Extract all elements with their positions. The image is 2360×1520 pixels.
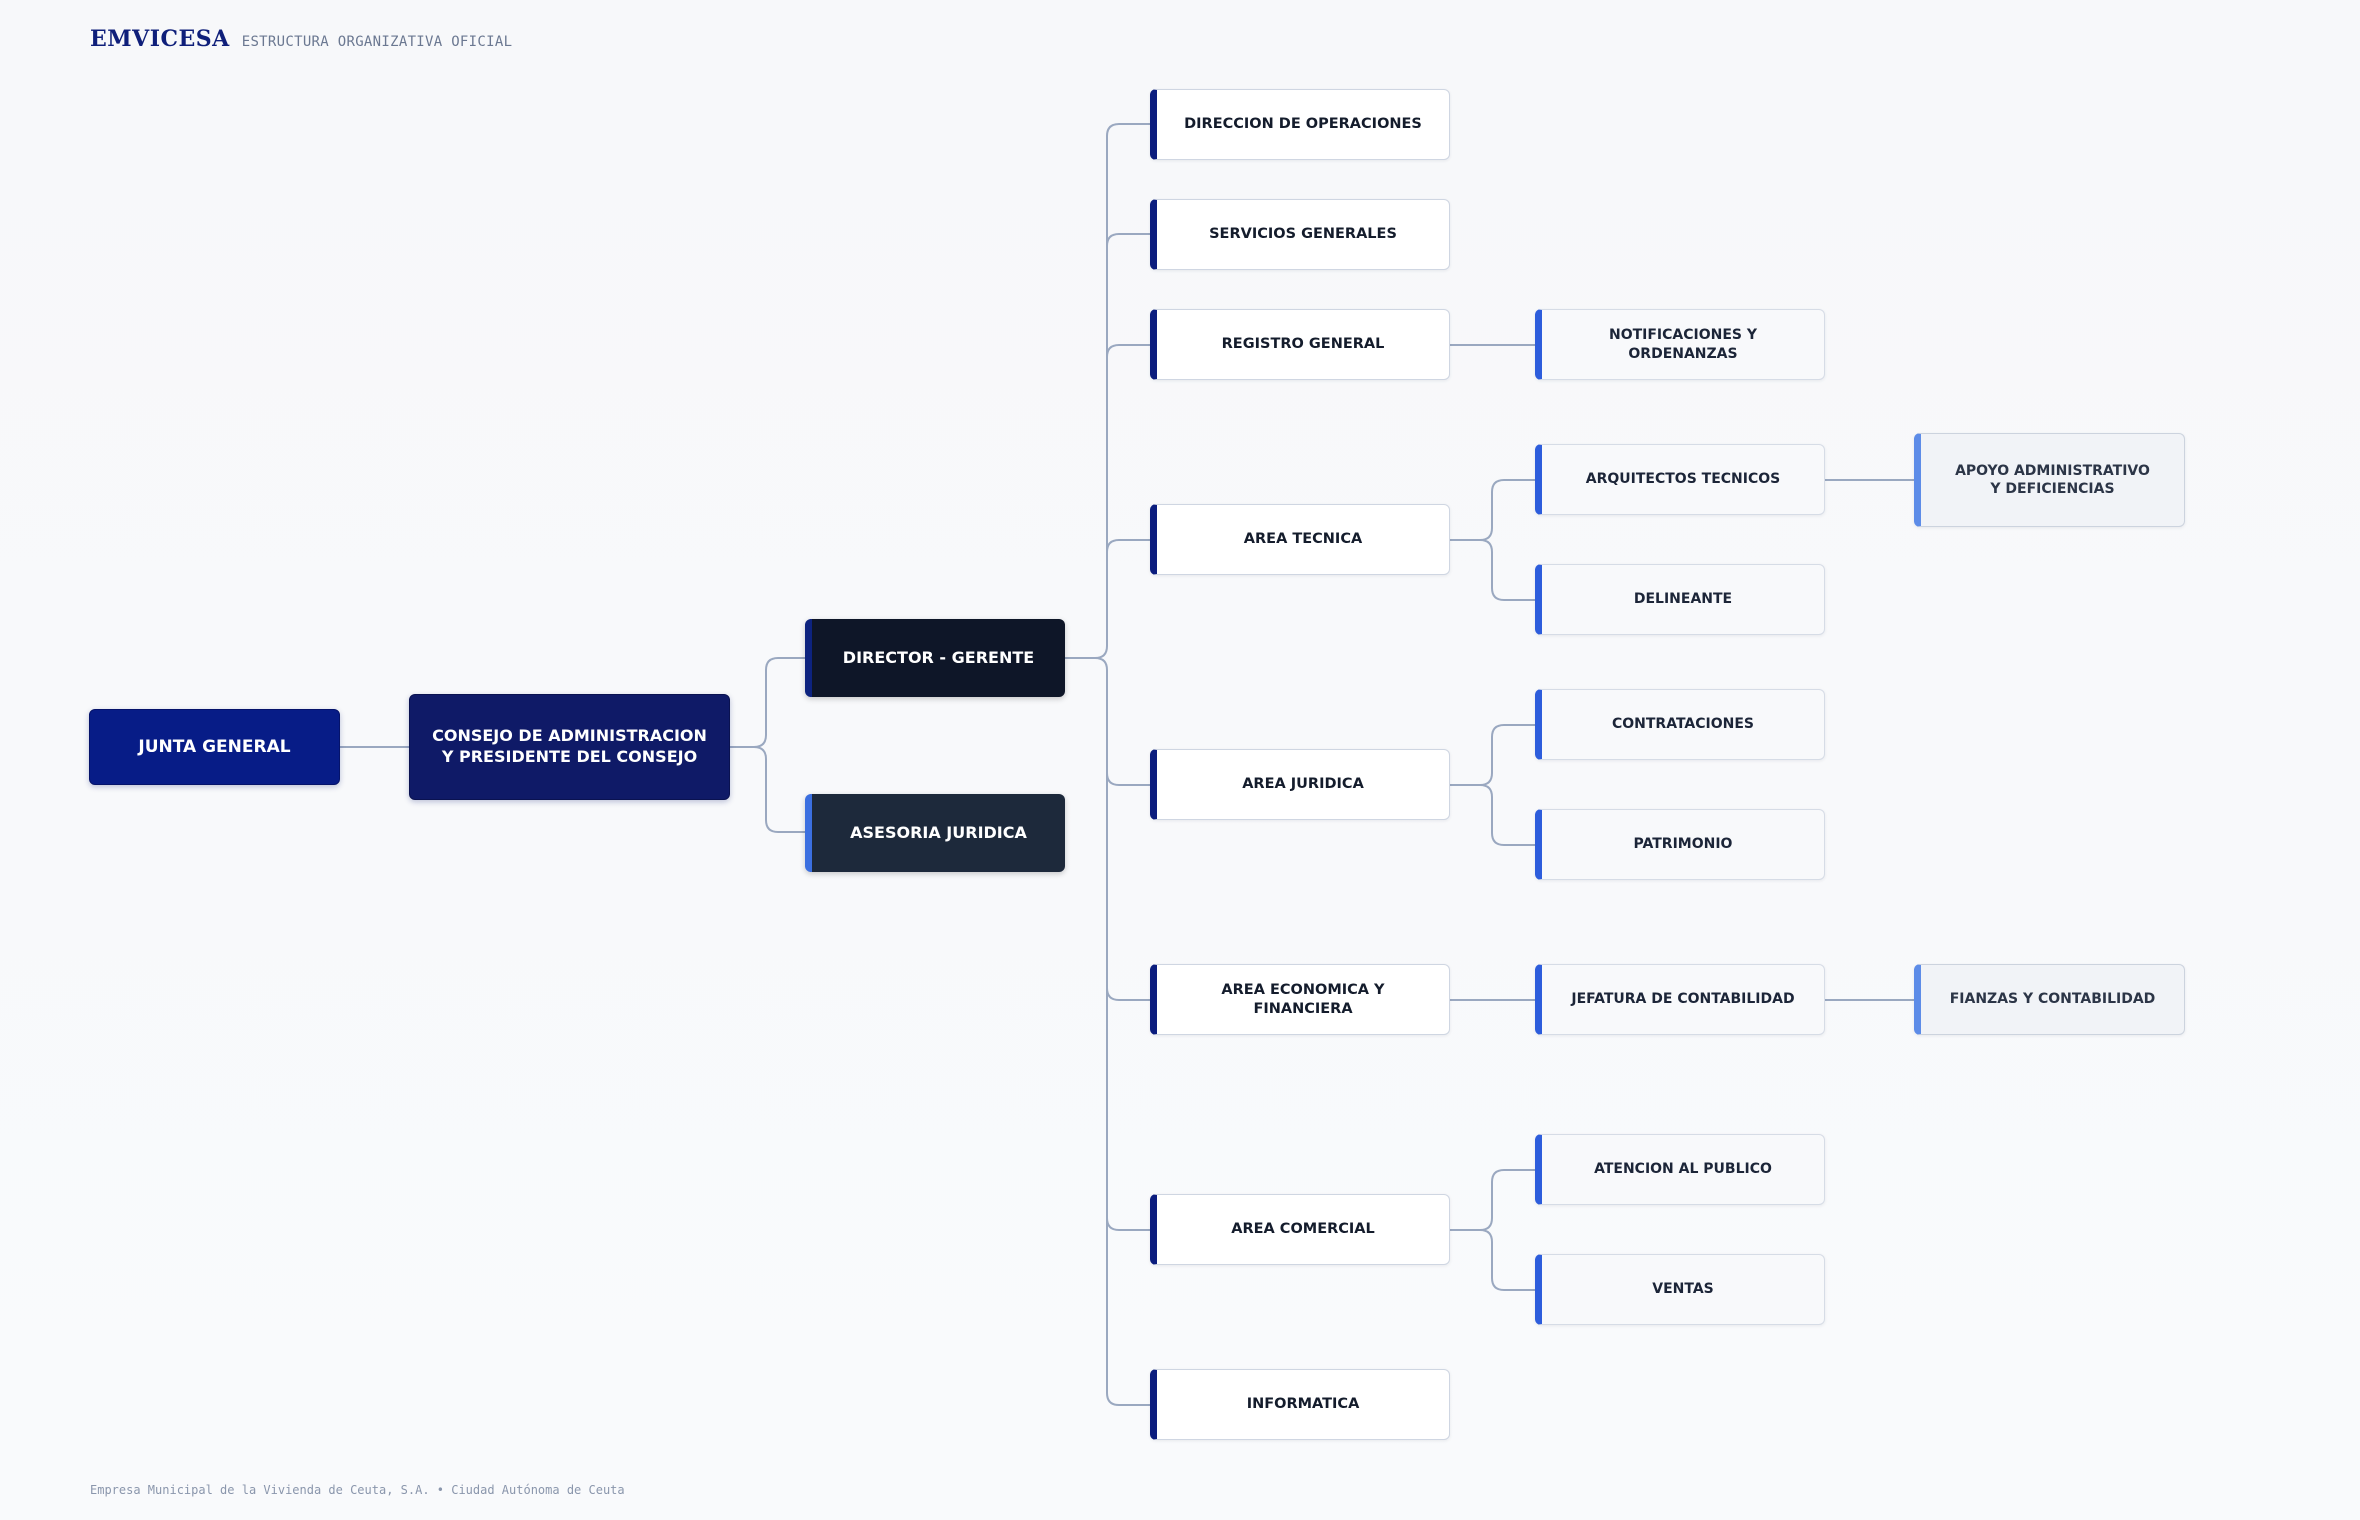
node-label: ASESORIA JURIDICA: [850, 822, 1027, 842]
page-subtitle: ESTRUCTURA ORGANIZATIVA OFICIAL: [241, 34, 513, 50]
connector-tecnica-arquitectos: [1450, 479, 1535, 541]
node-delineante: DELINEANTE: [1535, 564, 1825, 635]
connector-director-trunk: [1065, 123, 1151, 659]
node-label: FIANZAS Y CONTABILIDAD: [1949, 991, 2156, 1008]
node-label: AREA ECONOMICA Y FINANCIERA: [1221, 981, 1385, 1017]
node-patrimonio: PATRIMONIO: [1535, 809, 1825, 880]
connector-director-juridica: [1106, 772, 1151, 786]
node-label: AREA TECNICA: [1243, 531, 1363, 548]
node-label-group: CONSEJO DE ADMINISTRACION Y PRESIDENTE D…: [432, 726, 707, 768]
node-label: REGISTRO GENERAL: [1221, 336, 1385, 353]
node-direccion-operaciones: DIRECCION DE OPERACIONES: [1150, 89, 1450, 160]
connector-director-servicios: [1106, 233, 1151, 247]
node-registro-general: REGISTRO GENERAL: [1150, 309, 1450, 380]
node-label: CONTRATACIONES: [1611, 716, 1755, 733]
connector-juridica-patrimonio: [1479, 784, 1535, 846]
node-fianzas-contabilidad: FIANZAS Y CONTABILIDAD: [1914, 964, 2185, 1035]
node-label: JEFATURA DE CONTABILIDAD: [1571, 991, 1795, 1008]
node-asesoria-juridica: ASESORIA JURIDICA: [805, 794, 1065, 872]
node-area-comercial: AREA COMERCIAL: [1150, 1194, 1450, 1265]
node-label: JUNTA GENERAL: [138, 736, 291, 757]
node-label-group: APOYO ADMINISTRATIVO Y DEFICIENCIAS: [1955, 462, 2150, 498]
node-atencion-publico: ATENCION AL PUBLICO: [1535, 1134, 1825, 1205]
brand-logo: EMVICESA: [90, 26, 230, 52]
connector-consejo-director: [730, 657, 805, 748]
node-label: NOTIFICACIONES Y ORDENANZAS: [1608, 327, 1758, 362]
connector-director-registro: [1106, 344, 1151, 358]
node-label: PATRIMONIO: [1633, 836, 1733, 853]
node-area-tecnica: AREA TECNICA: [1150, 504, 1450, 575]
node-informatica: INFORMATICA: [1150, 1369, 1450, 1440]
connector-director-economica: [1106, 987, 1151, 1001]
node-label: DIRECCION DE OPERACIONES: [1184, 116, 1422, 133]
node-label: ARQUITECTOS TECNICOS: [1585, 471, 1781, 488]
node-label: VENTAS: [1652, 1281, 1714, 1298]
node-jefatura-contabilidad: JEFATURA DE CONTABILIDAD: [1535, 964, 1825, 1035]
connector-director-comercial: [1106, 1217, 1151, 1231]
node-notificaciones-ordenanzas: NOTIFICACIONES Y ORDENANZAS: [1535, 309, 1825, 380]
node-label: DIRECTOR - GERENTE: [842, 647, 1035, 667]
connector-consejo-asesoria: [753, 746, 805, 833]
connector-tecnica-delineante: [1479, 539, 1535, 601]
node-arquitectos-tecnicos: ARQUITECTOS TECNICOS: [1535, 444, 1825, 515]
node-label: AREA COMERCIAL: [1231, 1221, 1375, 1238]
node-ventas: VENTAS: [1535, 1254, 1825, 1325]
footer-note: Empresa Municipal de la Vivienda de Ceut…: [90, 1483, 625, 1497]
connector-comercial-atencion: [1450, 1169, 1535, 1231]
node-label-line-2: Y DEFICIENCIAS: [1990, 481, 2115, 497]
node-label-line-2: Y PRESIDENTE DEL CONSEJO: [441, 747, 698, 766]
node-junta-general: JUNTA GENERAL: [89, 709, 340, 785]
node-label: INFORMATICA: [1246, 1396, 1360, 1413]
connector-juridica-contrataciones: [1450, 724, 1535, 786]
node-area-economica-financiera: AREA ECONOMICA Y FINANCIERA: [1150, 964, 1450, 1035]
header: EMVICESA ESTRUCTURA ORGANIZATIVA OFICIAL: [90, 26, 512, 52]
node-label-line-1: APOYO ADMINISTRATIVO: [1955, 462, 2150, 479]
node-label: SERVICIOS GENERALES: [1209, 226, 1397, 243]
node-area-juridica: AREA JURIDICA: [1150, 749, 1450, 820]
node-label: DELINEANTE: [1633, 591, 1733, 608]
node-label-line-1: CONSEJO DE ADMINISTRACION: [432, 726, 707, 746]
connector-director-tecnica: [1106, 539, 1151, 553]
node-label: AREA JURIDICA: [1242, 776, 1364, 793]
connector-comercial-ventas: [1479, 1229, 1535, 1291]
node-label: ATENCION AL PUBLICO: [1594, 1161, 1772, 1178]
node-director-gerente: DIRECTOR - GERENTE: [805, 619, 1065, 697]
node-servicios-generales: SERVICIOS GENERALES: [1150, 199, 1450, 270]
node-contrataciones: CONTRATACIONES: [1535, 689, 1825, 760]
node-apoyo-administrativo: APOYO ADMINISTRATIVO Y DEFICIENCIAS: [1914, 433, 2185, 527]
node-consejo-administracion: CONSEJO DE ADMINISTRACION Y PRESIDENTE D…: [409, 694, 730, 800]
connector-director-lower-trunk: [1094, 657, 1151, 1406]
